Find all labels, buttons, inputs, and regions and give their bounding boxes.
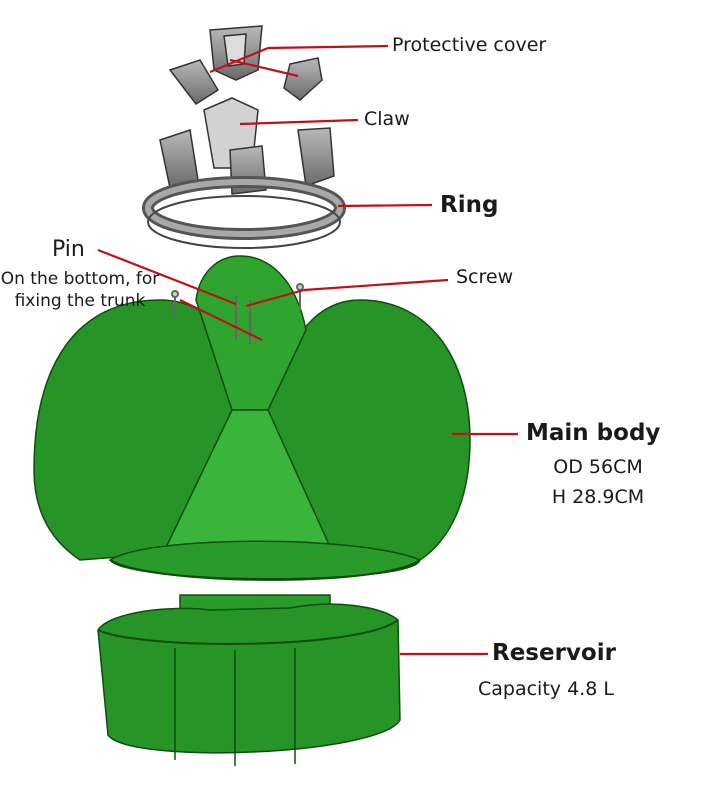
leader-screw bbox=[303, 278, 449, 292]
ring-part bbox=[142, 176, 346, 249]
label-reservoir: Reservoir bbox=[492, 640, 616, 666]
label-protective-cover: Protective cover bbox=[392, 34, 547, 56]
label-reservoir-capacity: Capacity 4.8 L bbox=[478, 678, 614, 700]
leader-pin-b bbox=[179, 299, 263, 341]
label-ring: Ring bbox=[440, 192, 499, 218]
reservoir-part bbox=[97, 594, 401, 766]
label-main-body-od: OD 56CM bbox=[553, 456, 643, 478]
label-main-body-h: H 28.9CM bbox=[551, 486, 645, 508]
leader-protective-cover-b bbox=[229, 58, 299, 78]
leader-protective-cover-a bbox=[209, 46, 269, 74]
label-pin-note: On the bottom, for fixing the trunk bbox=[0, 269, 160, 311]
label-main-body: Main body bbox=[526, 420, 661, 446]
leader-lines bbox=[97, 44, 518, 656]
label-claw: Claw bbox=[364, 108, 410, 130]
leader-claw bbox=[239, 118, 359, 126]
leader-screw-b bbox=[245, 288, 305, 308]
label-screw: Screw bbox=[456, 266, 514, 288]
claw-part bbox=[159, 97, 335, 195]
leader-ring bbox=[337, 203, 433, 208]
label-pin: Pin bbox=[52, 237, 85, 262]
protective-cover-part bbox=[168, 25, 323, 106]
leader-pin-a bbox=[97, 248, 237, 306]
leader-protective-cover bbox=[267, 44, 389, 50]
